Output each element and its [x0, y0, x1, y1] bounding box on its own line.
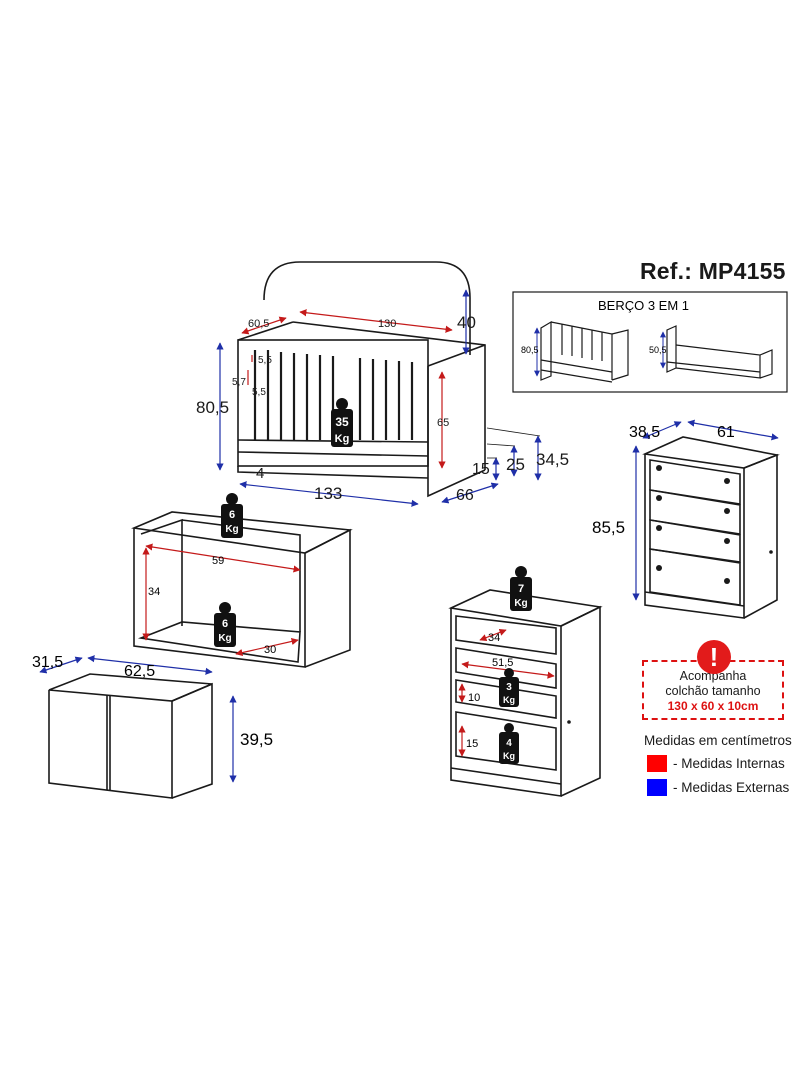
nightstand-shelf-load-value: 6 [222, 618, 228, 630]
crib-depth-label: 60,5 [248, 318, 269, 330]
nightstand-top-load-value: 6 [229, 509, 235, 521]
crib-width-label: 66 [456, 487, 474, 504]
weight-icon: 6 Kg [214, 602, 236, 647]
mattress-notice-size: 130 x 60 x 10cm [667, 699, 759, 713]
cabinet-width-label: 62,5 [124, 663, 155, 680]
legend-external-label: - Medidas Externas [673, 780, 790, 795]
nightstand-shelf-depth-label: 30 [264, 644, 276, 656]
crib-slat-c-label: 5,5 [252, 387, 266, 398]
cabinet-drawing [48, 673, 213, 799]
chest-drawer-h-label: 10 [468, 692, 480, 704]
legend-internal-swatch [647, 755, 667, 772]
mini-left-label: 80,5 [521, 345, 539, 355]
legend-external: - Medidas Externas [647, 779, 789, 796]
exclamation-icon: ! [697, 640, 731, 674]
weight-icon: 7 Kg [510, 566, 532, 611]
dresser-depth-label: 38,5 [629, 424, 660, 441]
weight-icon: 6 Kg [221, 493, 243, 538]
crib-drawing [237, 261, 486, 498]
crib-headboard-label: 40 [457, 313, 476, 332]
legend-title: Medidas em centímetros [644, 733, 792, 748]
chest-mid-load-value: 3 [506, 682, 512, 693]
mattress-notice-line1: Acompanha [679, 669, 747, 683]
cabinet-height-label: 39,5 [240, 730, 273, 749]
legend-internal: - Medidas Internas [647, 755, 785, 772]
chest-top-load-unit: Kg [514, 598, 527, 609]
chest-drawing [448, 589, 603, 797]
crib-load-unit: Kg [335, 433, 350, 445]
dresser-drawing [642, 436, 780, 619]
crib-height-label: 80,5 [196, 398, 229, 417]
mini-right-label: 50,5 [649, 345, 667, 355]
legend-external-swatch [647, 779, 667, 796]
crib-inner-height-label: 65 [437, 417, 449, 429]
chest-drawer-width-label: 51,5 [492, 657, 513, 669]
weight-icon: 4 Kg [499, 723, 519, 764]
crib-3in1-box: BERÇO 3 EM 1 80,5 50,5 [512, 291, 788, 393]
crib-drawer-h-label: 15 [472, 461, 490, 478]
crib-drawer-h3-label: 34,5 [536, 450, 569, 469]
nightstand-inner-height-label: 34 [148, 586, 160, 598]
chest-bottom-load-unit: Kg [503, 751, 515, 761]
nightstand-shelf-load-unit: Kg [218, 633, 231, 644]
crib-inner-length-label: 130 [378, 318, 396, 330]
reference-code: Ref.: MP4155 [640, 258, 786, 284]
nightstand-top-load-unit: Kg [225, 524, 238, 535]
chest-mid-load-unit: Kg [503, 695, 515, 705]
crib-length-label: 133 [314, 484, 342, 503]
chest-bottom-h-label: 15 [466, 738, 478, 750]
weight-icon: 35 Kg [331, 398, 353, 447]
chest-top-load-value: 7 [518, 583, 524, 595]
chest-bottom-load-value: 4 [506, 738, 512, 749]
crib-base-offset-label: 4 [256, 465, 264, 482]
crib-3in1-title: BERÇO 3 EM 1 [598, 298, 689, 313]
dresser-height-label: 85,5 [592, 518, 625, 537]
crib-slat-a-label: 5,7 [232, 377, 246, 388]
nightstand-inner-width-label: 59 [212, 555, 224, 567]
crib-load-value: 35 [335, 415, 349, 429]
cabinet-depth-label: 31,5 [32, 654, 63, 671]
dresser-width-label: 61 [717, 424, 735, 441]
chest-drawer-depth-label: 34 [488, 632, 500, 644]
crib-drawer-h2-label: 25 [506, 455, 525, 474]
mattress-notice-line2: colchão tamanho [665, 684, 761, 698]
crib-slat-b-label: 5,5 [258, 355, 272, 366]
weight-icon: 3 Kg [499, 668, 519, 707]
legend-internal-label: - Medidas Internas [673, 756, 785, 771]
